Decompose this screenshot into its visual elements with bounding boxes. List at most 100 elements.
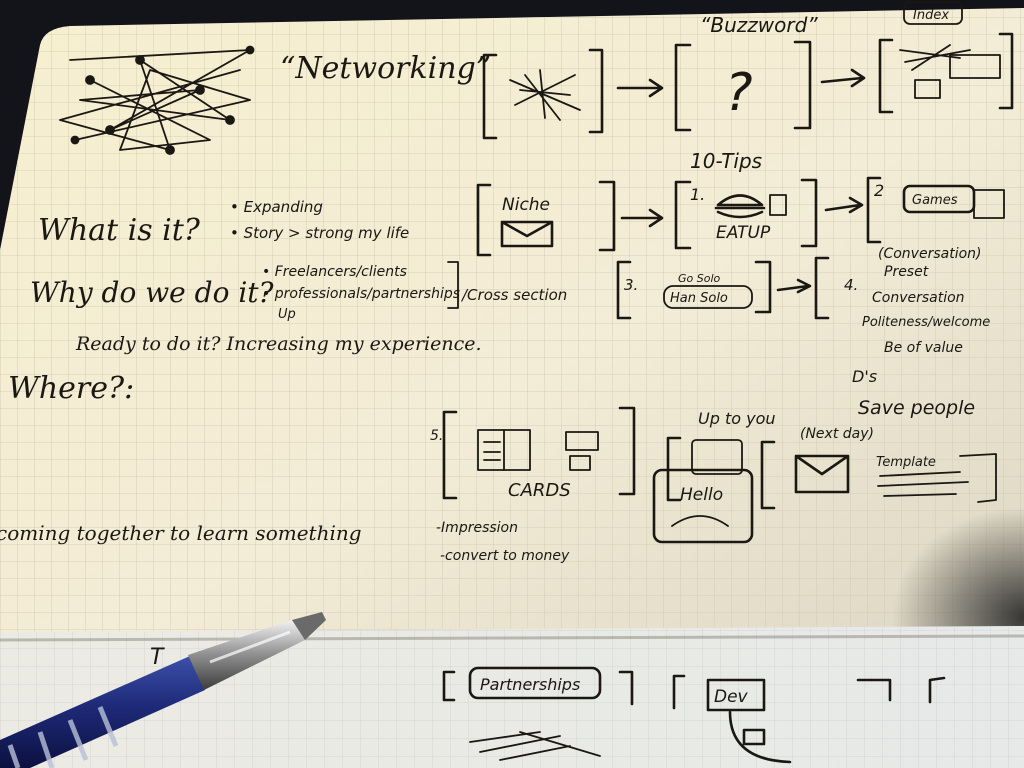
unknown-mark: ? [725,63,753,123]
bracket-left [442,670,456,702]
question-why: Why do we do it? [30,276,275,309]
why-bracket [447,261,459,309]
tangle-scribble [509,69,581,121]
hello-label: Hello [680,485,723,505]
bracket-left [672,674,686,710]
top-notebook-page [0,8,1024,650]
bracket-right [618,406,636,496]
tips-label: 10-Tips [690,149,762,173]
why-bullet-3: Up [278,307,296,322]
bracket-left [674,43,692,132]
flow-row-2: 10-Tips Niche 1. EATUP 2 Games [476,149,1005,257]
cards-note-1: -Impression [436,520,518,536]
burger-icon [714,194,766,219]
why-bullet-1: • Freelancers/clients [262,264,407,280]
envelope-icon [794,454,850,494]
page-title: “Networking” [280,51,491,86]
flow-row-4: 5. CARDS -Impression -convert to money U… [430,406,997,564]
step1-number: 1. [690,185,705,204]
step3-line1: Go Solo [678,272,721,285]
bracket-right [998,32,1014,110]
step4-note-3: Conversation [872,290,965,306]
niche-label: Niche [502,195,550,215]
bracket-left [814,256,830,320]
ds-note: Save people [858,397,975,419]
template-lines [877,453,997,503]
hello-card [652,468,754,544]
footer-line: coming together to learn something [0,521,362,545]
bracket-right [800,178,818,248]
index-tag: Index [913,8,949,23]
ready-line: Ready to do it? Increasing my experience… [75,333,482,355]
arrow-3 [620,208,664,228]
step4-note-1: (Conversation) [878,246,981,262]
why-aside: /Cross section [460,286,567,304]
template-label: Template [876,455,936,470]
network-scribble [59,45,255,155]
cards-number: 5. [430,428,443,444]
what-bullet-2: • Story > strong my life [230,224,409,242]
arrow-5 [776,278,812,294]
bracket-right [588,48,604,134]
margin-mark: T [150,645,165,670]
bracket-left [476,183,492,257]
card-tiny-icon [569,455,591,471]
envelope-icon [500,220,554,248]
question-where: Where?: [8,371,134,406]
cards-label: CARDS [508,480,571,501]
index-tag-box [903,1,963,25]
partnerships-box [468,666,602,700]
bracket-right [598,180,616,252]
step4-number: 4. [844,276,858,294]
what-bullet-1: • Expanding [230,198,323,216]
step4-note-4: Politeness/welcome [862,315,990,330]
bracket-left [482,53,498,140]
grid-icon [973,189,1005,219]
step4-note-5: Be of value [884,340,963,356]
bracket-left [616,260,632,320]
dev-box [706,678,766,712]
step4-note-2: Preset [884,264,929,280]
bracket-left [760,440,776,510]
bottom-page-sketches: T Partnerships Dev [150,645,946,764]
upto-card [691,439,743,475]
scribble-bottom [469,731,601,761]
flow-row-1: “Buzzword” Index ? [482,1,1014,140]
index-scribble [899,44,1001,99]
question-what: What is it? [38,213,201,248]
phone-icon [769,194,787,216]
dev-sketch [728,710,792,764]
nextday-label: (Next day) [800,426,874,442]
partnerships-tag: Partnerships [480,675,580,694]
bracket-right [856,678,892,702]
bracket-left [674,180,692,250]
cards-note-2: -convert to money [440,548,570,564]
bracket-right [793,40,812,130]
bracket-left [878,38,894,114]
bracket-right [618,670,634,706]
games-tag: Games [912,193,958,208]
step1-caption: EATUP [716,223,771,243]
card-lines [483,429,505,471]
dev-tag: Dev [714,687,749,707]
step2-number: 2 [874,181,884,200]
why-bullet-2: • professionals/partnerships [262,286,460,302]
arrow-1 [616,78,664,98]
hansolo-box [663,285,753,309]
flow-row-3: 3. Go Solo Han Solo 4. (Conversation) Pr… [616,246,990,419]
step3-number: 3. [624,276,638,294]
bracket-left [442,410,458,500]
card-small-icon [565,431,599,451]
upto-label: Up to you [698,409,776,428]
bracket-right [754,260,772,314]
hello-swirl [671,515,729,527]
bracket-left [866,176,882,244]
arrow-2 [820,68,866,88]
pen [0,612,326,768]
arrow-4 [824,196,864,214]
buzzword-label: “Buzzword” [700,13,818,37]
step3-line2: Han Solo [670,291,728,306]
ds-label: D's [852,367,877,386]
